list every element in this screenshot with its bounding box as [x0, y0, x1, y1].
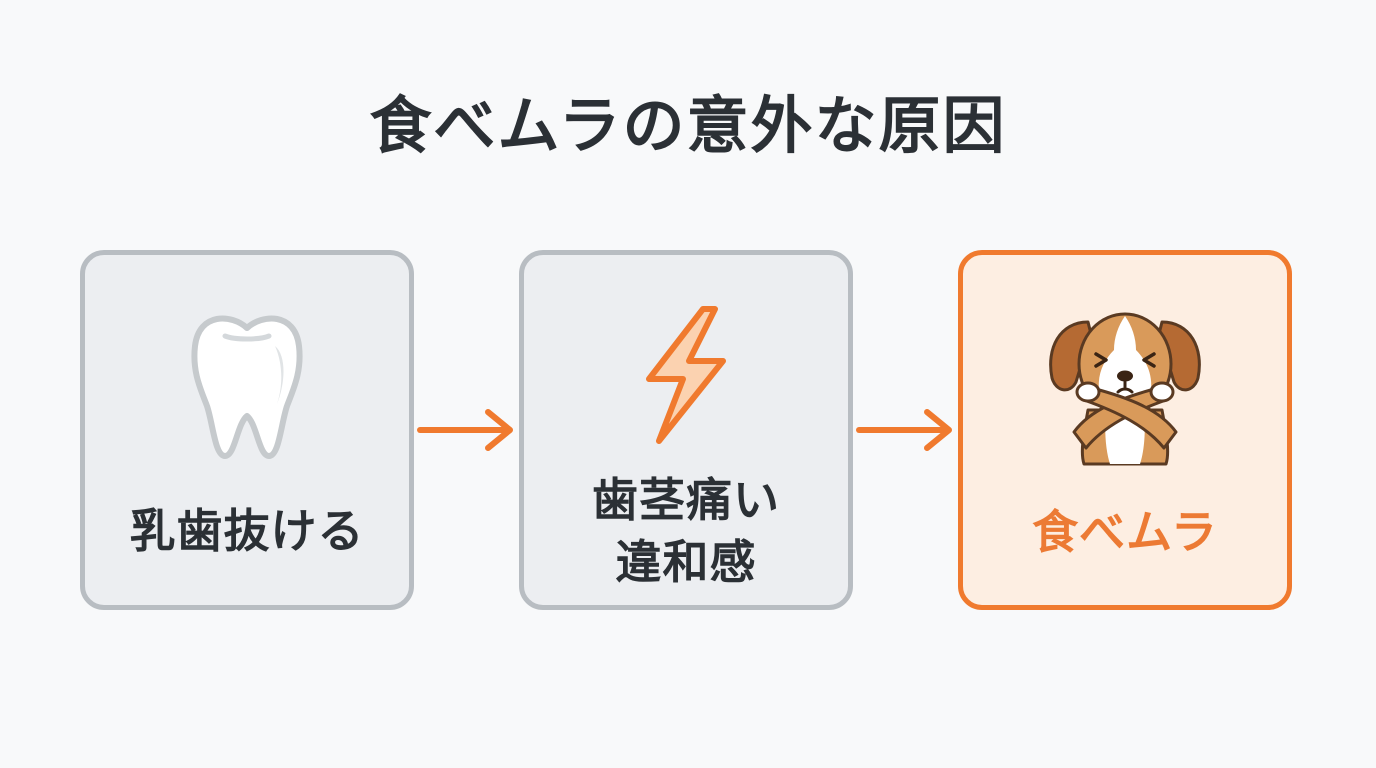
step-card-baby-tooth-loss: 乳歯抜ける [80, 250, 414, 610]
step-card-gum-pain: 歯茎痛い 違和感 [519, 250, 853, 610]
right-arrow-icon [417, 409, 513, 451]
step-card-picky-eating: 食べムラ [958, 250, 1292, 610]
lightning-icon [524, 291, 848, 461]
step-label: 食べムラ [1032, 505, 1218, 559]
right-arrow-icon [856, 409, 952, 451]
dog-refusing-icon [963, 297, 1287, 467]
step-label: 歯茎痛い 違和感 [592, 473, 780, 589]
page-title: 食べムラの意外な原因 [369, 89, 1007, 162]
tooth-icon [85, 301, 409, 471]
step-label: 乳歯抜ける [129, 504, 365, 558]
